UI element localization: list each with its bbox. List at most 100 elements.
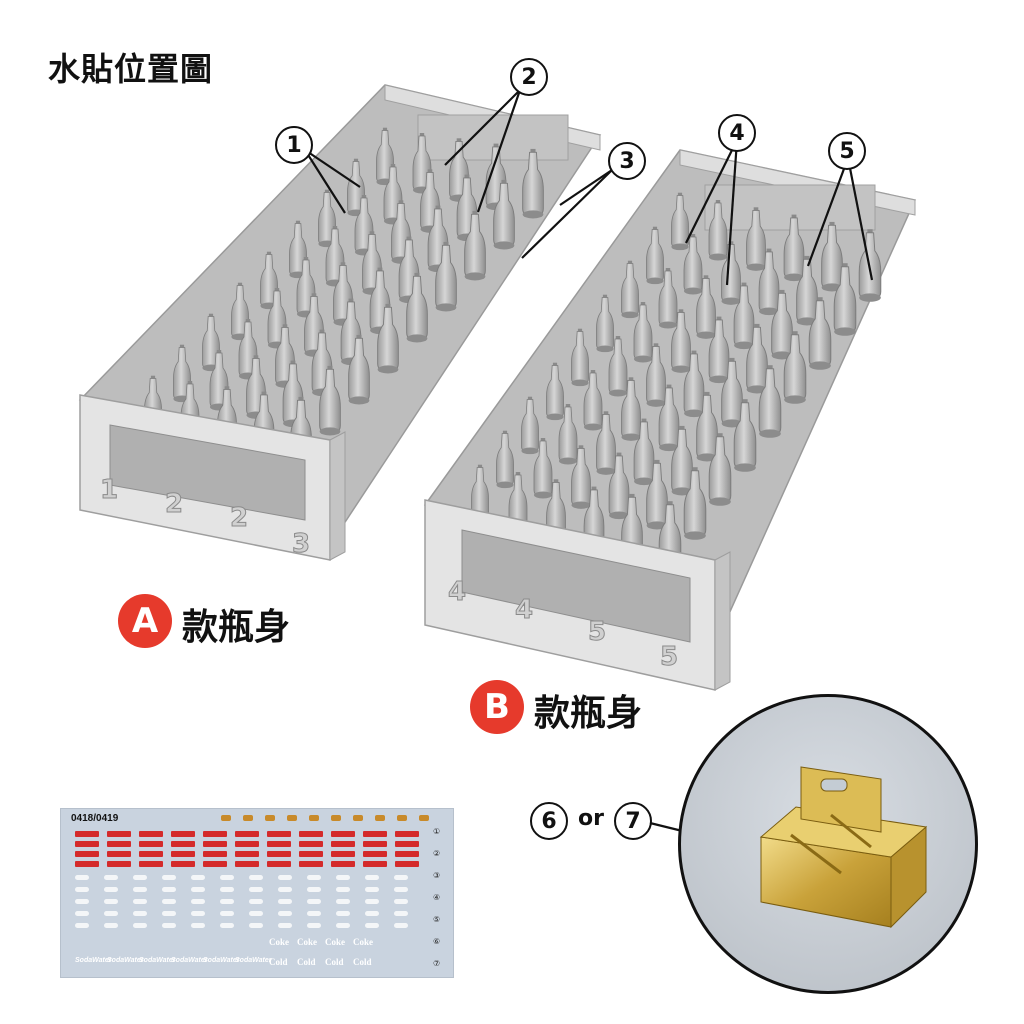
tray-a-number: 2 <box>230 503 248 533</box>
variant-a-badge: A <box>118 594 172 648</box>
decal-white-logo <box>307 887 321 892</box>
decal-red-label <box>203 851 227 857</box>
decal-white-logo <box>336 911 350 916</box>
decal-red-label <box>171 851 195 857</box>
decal-red-label <box>139 851 163 857</box>
decal-white-logo <box>394 875 408 880</box>
decal-white-logo <box>220 875 234 880</box>
decal-white-logo <box>307 923 321 928</box>
decal-red-label <box>203 841 227 847</box>
tray-a-number: 1 <box>100 475 118 505</box>
decal-icon <box>309 815 319 821</box>
decal-white-logo <box>278 923 292 928</box>
decal-icon <box>265 815 275 821</box>
decal-white-logo <box>133 875 147 880</box>
decal-white-logo <box>365 875 379 880</box>
decal-red-label <box>363 841 387 847</box>
callout-4: 4 <box>718 114 756 152</box>
decal-white-logo <box>278 899 292 904</box>
decal-red-label <box>299 861 323 867</box>
decal-red-label <box>331 851 355 857</box>
decal-white-logo <box>336 875 350 880</box>
decal-white-logo <box>249 923 263 928</box>
decal-red-label <box>75 851 99 857</box>
decal-white-logo <box>365 923 379 928</box>
decal-row-number: ⑦ <box>433 959 441 968</box>
decal-icon <box>397 815 407 821</box>
tray-b-number: 4 <box>515 595 533 625</box>
decal-red-label <box>267 861 291 867</box>
decal-red-label <box>395 851 419 857</box>
decal-icon <box>331 815 341 821</box>
variant-a-label: 款瓶身 <box>182 607 291 648</box>
callout-3: 3 <box>608 142 646 180</box>
decal-white-logo <box>307 875 321 880</box>
decal-sodawater-label: SodaWater <box>203 957 240 964</box>
decal-cold-label: Cold <box>325 957 344 967</box>
decal-white-logo <box>162 911 176 916</box>
decal-sodawater-label: SodaWater <box>75 957 112 964</box>
decal-coke-label: Coke <box>353 937 373 947</box>
decal-red-label <box>331 831 355 837</box>
decal-white-logo <box>133 887 147 892</box>
decal-white-logo <box>220 887 234 892</box>
decal-white-logo <box>336 887 350 892</box>
decal-cold-label: Cold <box>353 957 372 967</box>
decal-white-logo <box>104 887 118 892</box>
decal-white-logo <box>191 887 205 892</box>
decal-white-logo <box>278 875 292 880</box>
decal-sodawater-label: SodaWater <box>171 957 208 964</box>
decal-red-label <box>363 861 387 867</box>
decal-red-label <box>171 861 195 867</box>
tray-a-number: 2 <box>165 489 183 519</box>
decal-white-logo <box>162 923 176 928</box>
decal-red-label <box>203 861 227 867</box>
decal-red-label <box>299 841 323 847</box>
variant-b-label: 款瓶身 <box>534 693 643 734</box>
decal-red-label <box>139 841 163 847</box>
decal-sodawater-label: SodaWater <box>139 957 176 964</box>
decal-white-logo <box>75 887 89 892</box>
decal-red-label <box>107 831 131 837</box>
decal-cold-label: Cold <box>297 957 316 967</box>
decal-white-logo <box>191 875 205 880</box>
decal-icon <box>375 815 385 821</box>
decal-red-label <box>267 841 291 847</box>
decal-sodawater-label: SodaWater <box>235 957 272 964</box>
decal-white-logo <box>249 887 263 892</box>
decal-red-label <box>235 851 259 857</box>
decal-row-number: ④ <box>433 893 441 902</box>
decal-red-label <box>299 831 323 837</box>
decal-white-logo <box>365 899 379 904</box>
decal-coke-label: Coke <box>297 937 317 947</box>
decal-sheet-code: 0418/0419 <box>71 813 119 824</box>
callout-7: 7 <box>614 802 652 840</box>
decal-white-logo <box>394 923 408 928</box>
decal-red-label <box>107 851 131 857</box>
decal-white-logo <box>75 875 89 880</box>
decal-red-label <box>235 831 259 837</box>
decal-red-label <box>139 831 163 837</box>
tray-b-number: 5 <box>660 642 678 672</box>
decal-white-logo <box>133 911 147 916</box>
decal-white-logo <box>220 923 234 928</box>
decal-white-logo <box>162 887 176 892</box>
decal-white-logo <box>336 899 350 904</box>
decal-white-logo <box>365 911 379 916</box>
decal-white-logo <box>394 887 408 892</box>
decal-coke-label: Coke <box>325 937 345 947</box>
decal-red-label <box>395 831 419 837</box>
decal-white-logo <box>249 899 263 904</box>
decal-red-label <box>299 851 323 857</box>
tray-b-number: 5 <box>588 617 606 647</box>
decal-white-logo <box>133 923 147 928</box>
decal-red-label <box>139 861 163 867</box>
decal-white-logo <box>75 911 89 916</box>
decal-red-label <box>363 851 387 857</box>
decal-white-logo <box>278 887 292 892</box>
decal-row-number: ⑥ <box>433 937 441 946</box>
decal-row-number: ② <box>433 849 441 858</box>
decal-red-label <box>235 841 259 847</box>
tray-b-number: 4 <box>448 577 466 607</box>
decal-white-logo <box>104 899 118 904</box>
